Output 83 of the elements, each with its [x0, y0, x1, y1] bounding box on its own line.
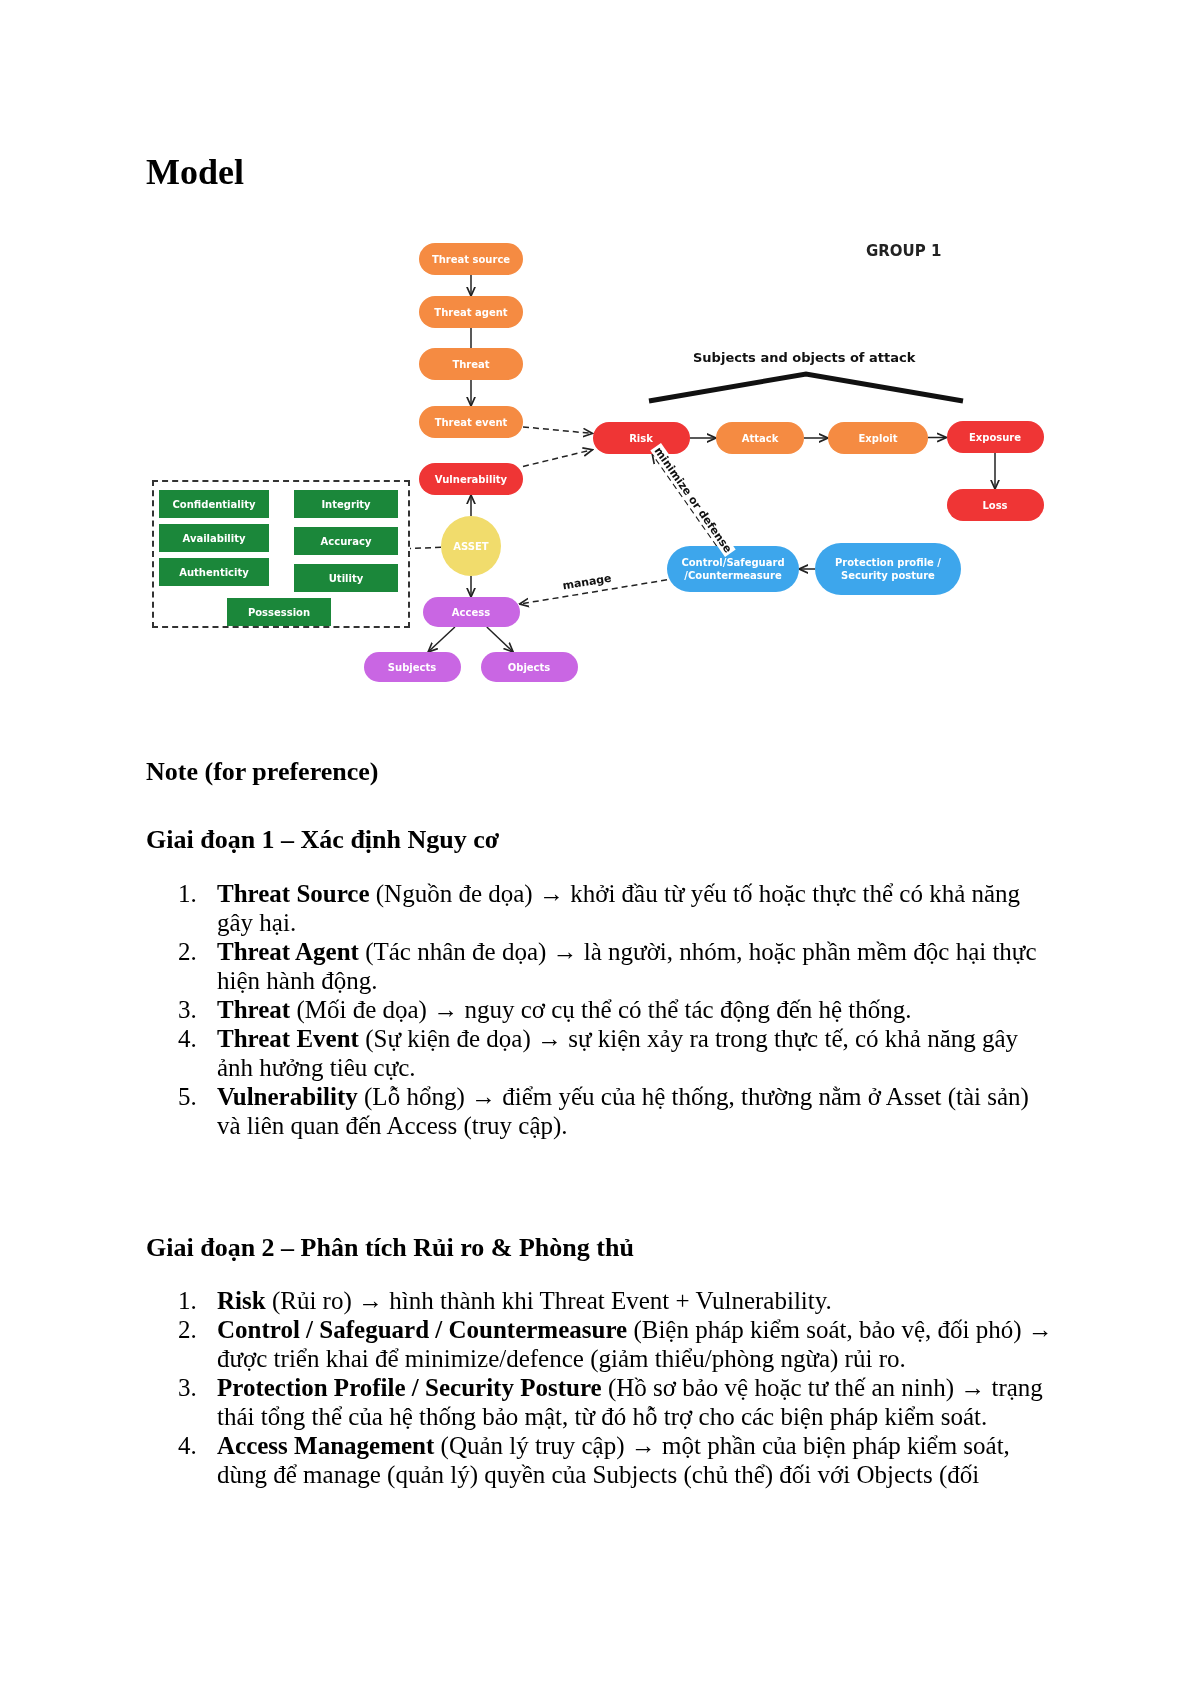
node-label: Risk: [628, 431, 654, 445]
arrow: [465, 575, 477, 598]
node-label: Threat: [451, 357, 491, 371]
arrow: [688, 432, 717, 444]
node-label: Threat source: [430, 252, 512, 266]
node-label: Exploit: [857, 431, 899, 445]
arrow: [465, 274, 477, 297]
list-number: 4.: [178, 1431, 198, 1461]
process-box: [419, 348, 523, 380]
process-box: [815, 543, 961, 595]
node-label: Attack: [740, 431, 780, 445]
process-box: [946, 421, 1044, 453]
node-label: ASSET: [452, 539, 490, 553]
process-box: [419, 296, 523, 328]
group-frame: [152, 480, 410, 628]
arrow: [518, 579, 668, 608]
node-label: Integrity: [320, 497, 372, 511]
group-title: GROUP 1: [866, 241, 942, 262]
property-box: [159, 524, 269, 552]
list-number: 2.: [178, 1315, 198, 1345]
list-item: Risk (Rủi ro) → hình thành khi Threat Event + Vulnerability.: [217, 1286, 833, 1315]
process-box: [419, 463, 523, 495]
node-label: Exposure: [967, 430, 1023, 444]
arrow: [522, 426, 594, 438]
node-label: Utility: [327, 571, 365, 585]
node-label: Threat event: [433, 415, 509, 429]
arrow: [522, 447, 594, 468]
property-box: [227, 598, 331, 626]
arrow: [465, 379, 477, 407]
list-number: 4.: [178, 1024, 198, 1054]
node-label: Threat agent: [433, 305, 509, 319]
property-box: [294, 490, 398, 518]
list-number: 3.: [178, 995, 198, 1024]
process-box: [946, 489, 1044, 521]
node-label: Possession: [246, 605, 312, 619]
arrow: [798, 563, 816, 575]
section-heading: Giai đoạn 2 – Phân tích Rủi ro & Phòng thủ: [146, 1233, 634, 1262]
process-box: [716, 422, 804, 454]
node-label: Subjects: [386, 660, 438, 674]
node-label: Control/Safeguard /Countermeasure: [680, 556, 786, 582]
arrow: [803, 432, 829, 444]
arrow: [927, 432, 948, 443]
process-box: [828, 422, 928, 454]
property-box: [159, 490, 269, 518]
list-item: Vulnerability (Lỗ hổng) → điểm yếu của hệ thống, thường nằm ở Asset (tài sản) và liên quan đến Access (truy cập).: [217, 1082, 1030, 1140]
node-label: Loss: [981, 498, 1009, 512]
node-label: Availability: [181, 531, 247, 545]
node-label: Vulnerability: [433, 472, 509, 486]
list-item: Threat Agent (Tác nhân đe dọa) → là người, nhóm, hoặc phần mềm độc hại thực hiện hành động.: [217, 937, 1038, 995]
arrow: [989, 452, 1001, 490]
arrow: [486, 626, 514, 653]
bracket-label: Subjects and objects of attack: [693, 349, 916, 367]
arrow: [651, 453, 718, 547]
list-number: 1.: [178, 879, 198, 909]
arrow: [427, 626, 456, 653]
process-box: [422, 597, 520, 627]
list-item: Threat Source (Nguồn đe dọa) → khởi đầu từ yếu tố hoặc thực thể có khả năng gây hại.: [217, 879, 1022, 937]
section-heading: Giai đoạn 1 – Xác định Nguy cơ: [146, 825, 500, 854]
list-number: 2.: [178, 937, 198, 967]
arrow: [465, 494, 477, 517]
process-box: [419, 406, 523, 438]
section-heading: Note (for preference): [146, 757, 379, 786]
node-label: Authenticity: [178, 565, 250, 579]
node-label: Protection profile / Security posture: [834, 556, 942, 582]
property-box: [159, 558, 269, 586]
property-box: [294, 564, 398, 592]
list-item: Access Management (Quản lý truy cập) → một phần của biện pháp kiểm soát, dùng để manage (quản lý) quyền của Subjects (chủ thể) đối với Objects (đối: [217, 1431, 1011, 1489]
process-box: [419, 243, 523, 275]
property-box: [294, 527, 398, 555]
node-label: Confidentiality: [171, 497, 257, 511]
list-number: 5.: [178, 1082, 198, 1112]
list-item: Control / Safeguard / Countermeasure (Biện pháp kiểm soát, bảo vệ, đối phó) → được triển khai để minimize/defence (giảm thiểu/phòng ngừa) rủi ro.: [217, 1315, 1054, 1373]
list-item: Threat (Mối đe dọa) → nguy cơ cụ thể có thể tác động đến hệ thống.: [217, 995, 913, 1024]
node-label: Accuracy: [319, 534, 373, 548]
node-label: Objects: [506, 660, 552, 674]
list-number: 3.: [178, 1373, 198, 1403]
list-item: Threat Event (Sự kiện đe dọa) → sự kiện xảy ra trong thực tế, có khả năng gây ảnh hưởng tiêu cực.: [217, 1024, 1020, 1082]
process-box: [363, 652, 461, 682]
page-title: Model: [146, 151, 244, 194]
node-label: Access: [450, 605, 492, 619]
list-number: 1.: [178, 1286, 198, 1315]
list-item: Protection Profile / Security Posture (Hồ sơ bảo vệ hoặc tư thế an ninh) → trạng thái tổng thể của hệ thống bảo mật, từ đó hỗ trợ cho các biện pháp kiểm soát.: [217, 1373, 1044, 1431]
process-box: [480, 652, 578, 682]
